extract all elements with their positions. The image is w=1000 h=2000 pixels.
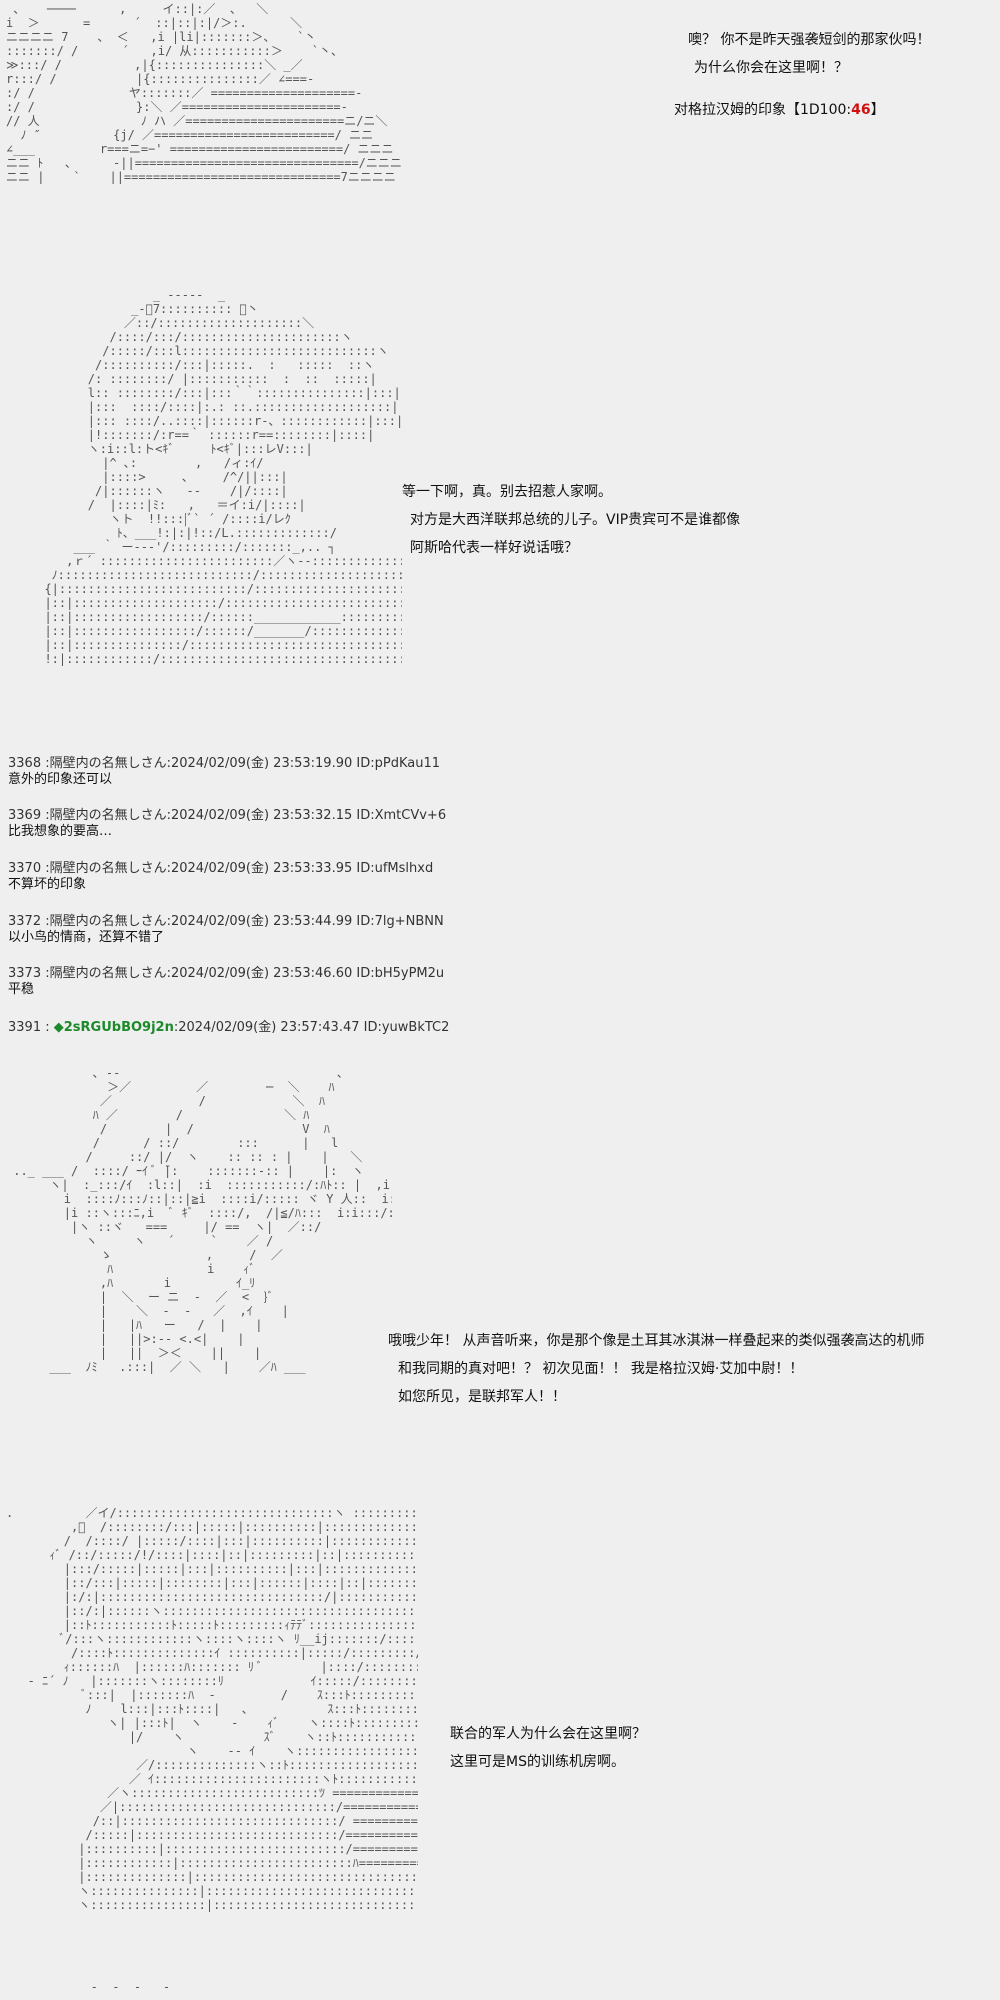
post-header: 3372 :隔壁内の名無しさん:2024/02/09(金) 23:53:44.9… <box>8 914 444 929</box>
post-body: 以小鸟的情商，还算不错了 <box>8 930 165 945</box>
post-3369: 3369 :隔壁内の名無しさん:2024/02/09(金) 23:53:32.1… <box>8 808 446 840</box>
poster-trip: ◆2sRGUbBO9j2n <box>53 1020 174 1035</box>
scene2-line-3: 阿斯哈代表一样好说话哦？ <box>410 540 578 556</box>
scene4-line-2: 这里可是MS的训练机房啊。 <box>450 1754 625 1770</box>
ascii-art-scene5: ‐ ‐ ‐ ‐ <box>90 1980 171 1994</box>
scene3-dialog: 哦哦少年！ 从声音听来，你是那个像是土耳其冰淇淋一样叠起来的类似强袭高达的机师 … <box>388 1327 924 1411</box>
scene1-line-1: 噢？ 你不是昨天强袭短剑的那家伙吗！ <box>688 32 931 48</box>
post-body: 比我想象的要高… <box>8 824 113 839</box>
post-3368: 3368 :隔壁内の名無しさん:2024/02/09(金) 23:53:19.9… <box>8 756 440 788</box>
post-body: 不算坏的印象 <box>8 877 87 892</box>
impression-roll-line: 对格拉汉姆的印象【1D100:46】 <box>674 96 930 124</box>
post-3391: 3391 : ◆2sRGUbBO9j2n:2024/02/09(金) 23:57… <box>8 1020 449 1036</box>
post-body: 意外的印象还可以 <box>8 772 113 787</box>
post-meta: :2024/02/09(金) 23:57:43.47 ID:yuwBkTC2 <box>173 1020 450 1035</box>
scene3-line-1: 哦哦少年！ 从声音听来，你是那个像是土耳其冰淇淋一样叠起来的类似强袭高达的机师 <box>388 1333 925 1349</box>
post-header: 3373 :隔壁内の名無しさん:2024/02/09(金) 23:53:46.6… <box>8 966 445 981</box>
impression-prefix: 对格拉汉姆的印象【1D100: <box>674 102 852 118</box>
ascii-art-scene2: _ ----- _ _-ﾞ7:::::::::: ｀丶 ／::/::::::::… <box>44 288 402 666</box>
post-header: 3391 : ◆2sRGUbBO9j2n:2024/02/09(金) 23:57… <box>8 1020 449 1036</box>
ascii-art-scene3: ､ ‐‐ ､ ＞／ ／ ─ ＼ ﾊ ／ / ＼ ﾊ ﾊ ／ / ＼ ﾊ / | … <box>13 1066 392 1374</box>
scene2-dialog: 等一下啊，真。别去招惹人家啊。 对方是大西洋联邦总统的儿子。VIP贵宾可不是谁都… <box>402 478 740 562</box>
post-number: 3391 : <box>8 1020 50 1035</box>
scene4-line-1: 联合的军人为什么会在这里啊？ <box>450 1726 646 1742</box>
post-3372: 3372 :隔壁内の名無しさん:2024/02/09(金) 23:53:44.9… <box>8 914 444 946</box>
post-header: 3370 :隔壁内の名無しさん:2024/02/09(金) 23:53:33.9… <box>8 861 434 876</box>
post-body: 平稳 <box>8 982 35 997</box>
post-3373: 3373 :隔壁内の名無しさん:2024/02/09(金) 23:53:46.6… <box>8 966 444 998</box>
ascii-art-scene4: . ／イ/::::::::::::::::::::::::::::::ヽ :::… <box>6 1506 418 1912</box>
scene2-line-2: 对方是大西洋联邦总统的儿子。VIP贵宾可不是谁都像 <box>410 512 741 528</box>
post-header: 3368 :隔壁内の名無しさん:2024/02/09(金) 23:53:19.9… <box>8 756 440 771</box>
scene3-line-2: 和我同期的真对吧！？ 初次见面！！ 我是格拉汉姆·艾加中尉！！ <box>398 1361 804 1377</box>
scene1-line-2: 为什么你会在这里啊！？ <box>694 60 848 76</box>
scene1-dialog: 噢？ 你不是昨天强袭短剑的那家伙吗！ 为什么你会在这里啊！？ 对格拉汉姆的印象【… <box>674 26 931 124</box>
scene4-dialog: 联合的军人为什么会在这里啊？ 这里可是MS的训练机房啊。 <box>450 1720 646 1776</box>
impression-roll-value: 46 <box>851 102 871 118</box>
impression-suffix: 】 <box>870 102 885 118</box>
scene2-line-1: 等一下啊，真。别去招惹人家啊。 <box>402 484 612 500</box>
scene3-line-3: 如您所见，是联邦军人！！ <box>398 1389 566 1405</box>
post-3370: 3370 :隔壁内の名無しさん:2024/02/09(金) 23:53:33.9… <box>8 861 433 893</box>
post-header: 3369 :隔壁内の名無しさん:2024/02/09(金) 23:53:32.1… <box>8 808 447 823</box>
ascii-art-scene1: 、 ──── , イ::|:／ 、 ＼ i ＞ = ´ ::|::|:|/＞:.… <box>6 2 402 184</box>
